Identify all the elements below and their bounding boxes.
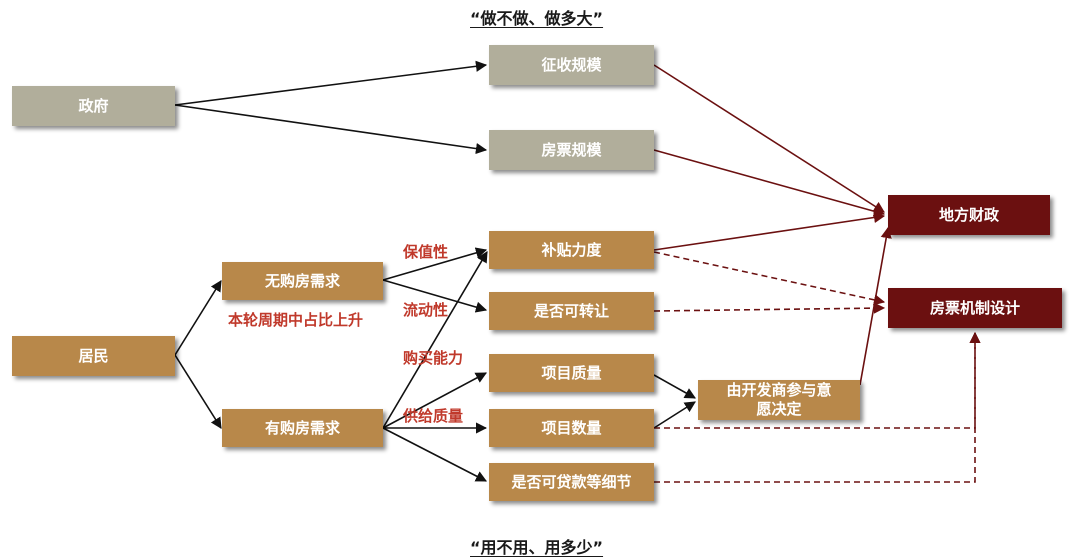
arrow-residents-to-no-demand (174, 280, 222, 356)
has-demand-node: 有购房需求 (222, 409, 383, 447)
arrow-subsidy-to-design (653, 251, 886, 306)
project-quantity-node: 项目数量 (489, 409, 654, 447)
arrow-gov-to-voucher-scale (174, 104, 488, 155)
arrow-quantity-to-developer (653, 401, 696, 429)
expropriation-scale-node: 征收规模 (489, 45, 654, 85)
project-quality-node: 项目质量 (489, 354, 654, 392)
arrow-no-demand-to-subsidy (382, 247, 488, 281)
label-supply-quality: 供给质量 (403, 407, 464, 425)
arrow-residents-to-has-demand (174, 354, 222, 429)
arrow-loan-to-design (654, 331, 981, 483)
subsidy-node: 补贴力度 (489, 231, 654, 269)
no-demand-node: 无购房需求 (222, 262, 383, 300)
arrow-has-demand-to-subsidy (382, 251, 488, 429)
voucher-scale-node: 房票规模 (489, 130, 654, 170)
arrow-has-demand-to-quality (382, 372, 487, 429)
transferable-node: 是否可转让 (489, 292, 654, 330)
arrow-expropriation-to-finance (653, 64, 885, 213)
arrow-subsidy-to-finance (653, 211, 886, 251)
bottom-title: “用不用、用多少” (470, 538, 604, 557)
top-title: “做不做、做多大” (470, 9, 604, 28)
residents-node: 居民 (12, 336, 175, 376)
label-value-preservation: 保值性 (403, 243, 449, 261)
loan-details-node: 是否可贷款等细节 (489, 463, 654, 501)
label-purchasing-power: 购买能力 (403, 349, 464, 367)
arrow-no-demand-to-transferable (382, 279, 488, 313)
arrow-has-demand-to-loan (382, 427, 487, 482)
arrow-voucher-scale-to-finance (653, 149, 886, 217)
local-finance-node: 地方财政 (888, 195, 1050, 235)
arrow-developer-to-finance (859, 226, 892, 386)
arrow-transferable-to-design (653, 302, 886, 314)
arrow-gov-to-expropriation (174, 60, 488, 106)
government-node: 政府 (12, 86, 175, 126)
label-share-rising: 本轮周期中占比上升 (228, 311, 364, 329)
voucher-design-node: 房票机制设计 (888, 288, 1062, 328)
arrow-quality-to-developer (653, 374, 696, 399)
developer-decision-node: 由开发商参与意愿决定 (698, 380, 860, 420)
label-liquidity: 流动性 (403, 301, 449, 319)
